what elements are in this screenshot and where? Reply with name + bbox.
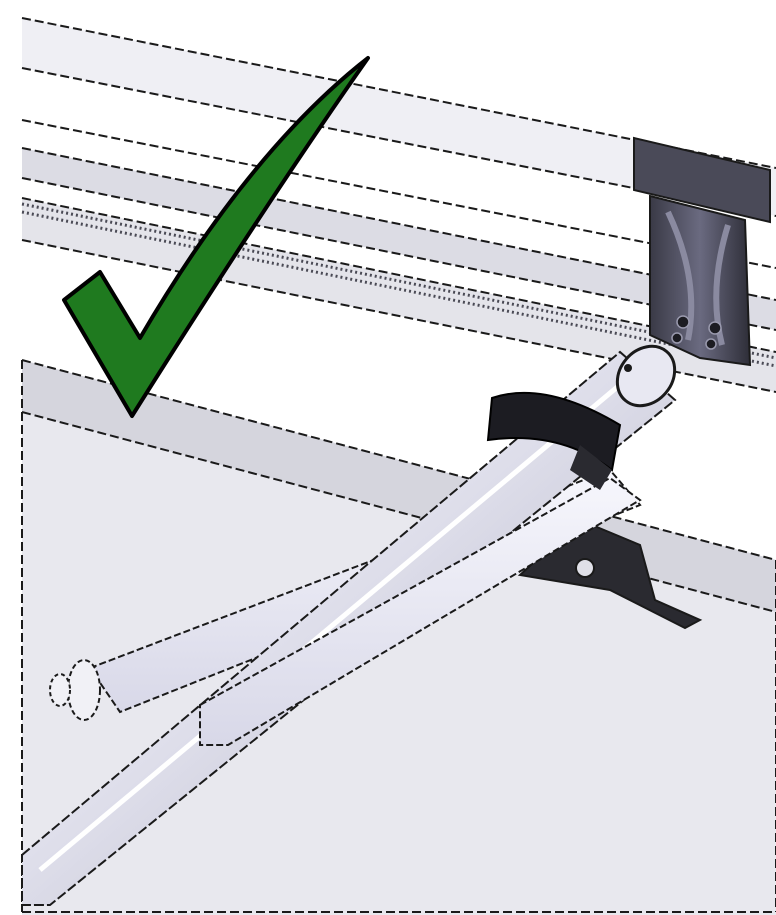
top-rail — [22, 18, 776, 216]
rail-bracket-icon — [633, 136, 771, 367]
screw-icon — [708, 321, 722, 335]
screw-icon — [705, 338, 717, 350]
upper-strap — [199, 476, 642, 746]
strap-knob — [49, 659, 101, 721]
screw-icon — [671, 332, 683, 344]
check-mark-icon — [62, 56, 370, 418]
screw-icon — [676, 315, 690, 329]
rail-groove — [22, 148, 776, 330]
tube-clamp — [486, 391, 622, 490]
